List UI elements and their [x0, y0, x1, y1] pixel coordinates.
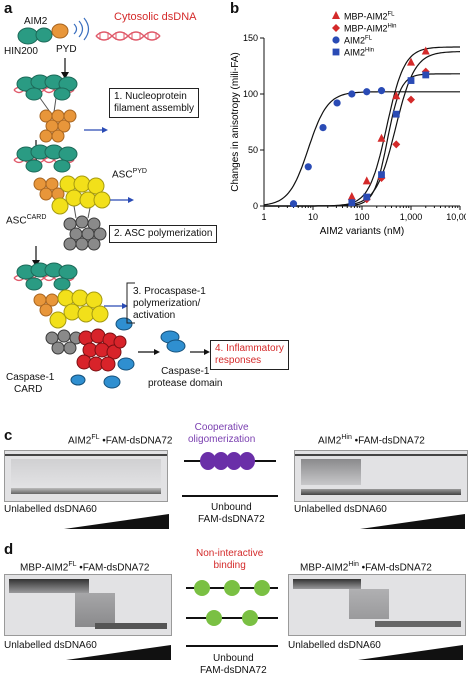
panel-c-right-bottom: Unlabelled dsDNA60 [294, 504, 387, 515]
wedge-c-right [360, 514, 465, 529]
gel-c-left [4, 450, 168, 502]
panel-d-right-title: MBP-AIM2Hin •FAM-dsDNA72 [300, 561, 432, 574]
non-interactive-binding-icon [186, 580, 278, 626]
caspase-filament [13, 262, 135, 389]
dna-helix-icon [95, 31, 161, 41]
step3-line2: polymerization/ [133, 298, 201, 309]
oligomer-icon [184, 452, 276, 470]
legend-marker [332, 11, 340, 19]
aim2-filament [13, 74, 78, 143]
unbound-label-d: Unbound FAM-dsDNA72 [200, 653, 267, 676]
wedge-c-left [64, 514, 169, 529]
legend-marker [332, 24, 340, 32]
y-tick-label: 0 [253, 201, 258, 211]
step3-box: 3. Procaspase-1 polymerization/ activati… [133, 286, 206, 322]
step3-line1: 3. Procaspase-1 [133, 286, 206, 297]
data-point [392, 91, 401, 100]
data-point [392, 110, 400, 118]
x-tick-label: 1,000 [400, 212, 423, 222]
data-point [319, 124, 327, 132]
data-point [407, 77, 415, 84]
legend-label: MBP-AIM2FL [344, 12, 395, 22]
y-tick-label: 100 [243, 89, 258, 99]
panel-c-left-bottom: Unlabelled dsDNA60 [4, 504, 97, 515]
data-point [289, 200, 298, 208]
gel-c-right [294, 450, 468, 502]
data-point [422, 71, 430, 79]
caspase-protease-label: Caspase-1 protease domain [148, 366, 223, 389]
asc-card-label: ASCCARD [6, 214, 47, 227]
asc-pyd-filament [13, 144, 111, 251]
step3-line3: activation [133, 310, 176, 321]
step3-bracket [126, 282, 135, 324]
data-point [348, 90, 356, 98]
data-point [333, 99, 341, 107]
gel-d-left [4, 574, 172, 636]
data-point [378, 171, 385, 179]
step1-box: 1. Nucleoprotein filament assembly [109, 88, 200, 118]
wedge-d-right [358, 645, 463, 660]
x-tick-label: 100 [354, 212, 369, 222]
data-point [421, 46, 430, 55]
data-point [407, 95, 415, 104]
unbound-line-c [182, 495, 278, 497]
panel-letter-b: b [230, 0, 240, 17]
data-point [407, 57, 415, 66]
fit-curve [264, 51, 461, 207]
x-tick-label: 1 [261, 212, 266, 222]
step4-line1: 4. Inflammatory [215, 343, 284, 354]
x-axis-label: AIM2 variants (nM) [320, 226, 404, 237]
pyd-label: PYD [56, 44, 77, 55]
unbound-label-c: Unbound FAM-dsDNA72 [198, 502, 265, 525]
x-tick-label: 10 [308, 212, 318, 222]
data-point [362, 176, 371, 185]
data-point [363, 193, 371, 201]
panel-c-right-title: AIM2Hin •FAM-dsDNA72 [318, 434, 425, 447]
legend-marker [332, 48, 340, 56]
anisotropy-chart: 0 50 100 150 1 10 100 1,000 10,000AIM2 variants … [230, 11, 466, 237]
data-point [348, 199, 356, 207]
gel-d-right [288, 574, 466, 636]
panel-d-right-bottom: Unlabelled dsDNA60 [288, 640, 381, 651]
y-tick-label: 50 [248, 145, 258, 155]
aim2-label: AIM2 [24, 16, 48, 27]
non-interactive-label: Non-interactive binding [196, 548, 264, 571]
data-point [377, 133, 386, 142]
fit-curve [263, 91, 460, 206]
unbound-line-d [186, 645, 278, 647]
step2-box: 2. ASC polymerization [109, 225, 218, 243]
panel-d-left-bottom: Unlabelled dsDNA60 [4, 640, 97, 651]
panel-letter-d: d [4, 541, 14, 558]
panel-a-drawing [13, 17, 210, 389]
step4-line2: responses [215, 355, 262, 366]
asc-pyd-label: ASCPYD [112, 168, 147, 181]
y-tick-label: 150 [243, 33, 258, 43]
fit-curve [264, 46, 460, 207]
panel-d-left-title: MBP-AIM2FL •FAM-dsDNA72 [20, 561, 150, 574]
step1-line2: filament assembly [114, 103, 195, 114]
step2-line: 2. ASC polymerization [114, 228, 213, 239]
data-point [363, 88, 371, 96]
legend-label: AIM2FL [344, 36, 373, 46]
data-point [392, 140, 401, 149]
caspase-card-label: Caspase-1 CARD [6, 372, 55, 395]
x-tick-label: 10,000 [446, 212, 466, 222]
legend-label: MBP-AIM2Hin [344, 24, 397, 34]
cooperative-label: Cooperative oligomerization [188, 422, 256, 445]
legend-label: AIM2Hin [344, 48, 374, 58]
step4-box: 4. Inflammatory responses [210, 340, 289, 370]
data-point [377, 87, 386, 95]
data-point [347, 192, 356, 201]
y-axis-label: Changes in anisotropy (mili-FA) [230, 52, 241, 192]
step1-line1: 1. Nucleoprotein [114, 91, 187, 102]
data-point [304, 163, 312, 171]
wedge-d-left [66, 645, 171, 660]
hin200-label: HIN200 [4, 46, 38, 57]
cytosolic-dsdna-label: Cytosolic dsDNA [114, 11, 197, 23]
panel-letter-a: a [4, 0, 13, 17]
panel-c-left-title: AIM2FL •FAM-dsDNA72 [68, 434, 173, 447]
legend-marker [332, 36, 340, 44]
panel-letter-c: c [4, 427, 13, 444]
